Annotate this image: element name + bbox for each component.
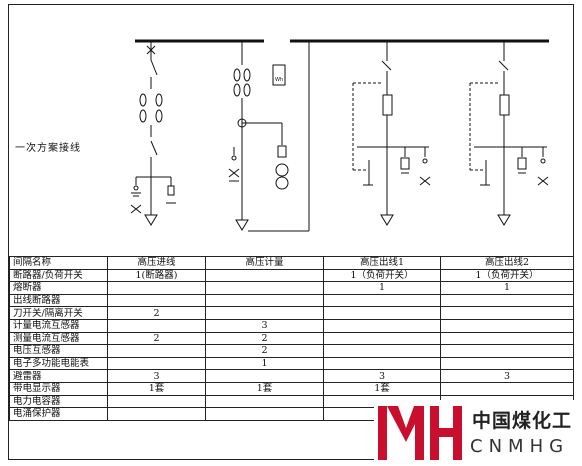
table-cell bbox=[323, 344, 441, 358]
table-cell: 1(断路器) bbox=[107, 268, 206, 283]
table-cell: 1 bbox=[323, 281, 441, 295]
header-cell: 高压出线2 bbox=[440, 256, 574, 270]
table-cell bbox=[440, 344, 574, 358]
table-cell bbox=[440, 306, 574, 320]
table-cell bbox=[323, 318, 441, 333]
table-cell: 2 bbox=[107, 306, 206, 320]
table-cell bbox=[440, 293, 574, 308]
table-cell bbox=[205, 268, 324, 283]
row-label: 计量电流互感器 bbox=[9, 318, 108, 333]
table-cell bbox=[323, 356, 441, 371]
table-row: 计量电流互感器 3 bbox=[9, 318, 574, 333]
table-cell bbox=[107, 356, 206, 371]
header-cell: 高压出线1 bbox=[323, 256, 441, 270]
header-cell: 高压进线 bbox=[107, 256, 206, 270]
table-cell: 2 bbox=[205, 344, 324, 358]
table-cell bbox=[440, 381, 574, 396]
table-row: 电子多功能电能表 1 bbox=[9, 356, 574, 371]
table-cell: 1（负荷开关） bbox=[323, 268, 441, 283]
table-cell bbox=[205, 407, 324, 421]
table-cell bbox=[107, 344, 206, 358]
row-label: 电力电容器 bbox=[9, 394, 108, 409]
row-label: 测量电流互感器 bbox=[9, 331, 108, 346]
table-cell bbox=[440, 356, 574, 371]
table-cell: 2 bbox=[205, 331, 324, 346]
table-cell bbox=[107, 318, 206, 333]
table-row: 出线断路器 bbox=[9, 293, 574, 308]
table-cell bbox=[107, 407, 206, 421]
header-cell: 间隔名称 bbox=[9, 256, 108, 270]
table-cell bbox=[205, 281, 324, 295]
row-label: 电涌保护器 bbox=[9, 407, 108, 421]
table-cell bbox=[440, 331, 574, 346]
table-cell: 1套 bbox=[205, 381, 324, 396]
table-cell bbox=[205, 394, 324, 409]
table-cell: 2 bbox=[107, 331, 206, 346]
table-cell: 1套 bbox=[323, 381, 441, 396]
table-cell bbox=[323, 293, 441, 308]
row-label: 带电显示器 bbox=[9, 381, 108, 396]
table-cell: 1 bbox=[440, 281, 574, 295]
logo-name-en: CNMHG bbox=[470, 436, 570, 457]
table-cell: 1 bbox=[205, 356, 324, 371]
table-cell bbox=[107, 394, 206, 409]
table-cell bbox=[205, 306, 324, 320]
row-label: 避雷器 bbox=[9, 369, 108, 383]
table-header-row: 间隔名称 高压进线 高压计量 高压出线1 高压出线2 bbox=[9, 256, 574, 270]
row-label: 电子多功能电能表 bbox=[9, 356, 108, 371]
table-cell: 3 bbox=[440, 369, 574, 383]
table-cell: 3 bbox=[107, 369, 206, 383]
row-label: 电压互感器 bbox=[9, 344, 108, 358]
table-row: 电压互感器 2 bbox=[9, 344, 574, 358]
table-cell bbox=[107, 281, 206, 295]
scheme-sheet: 一次方案接线 bbox=[8, 4, 574, 460]
table-cell bbox=[205, 293, 324, 308]
table-cell: 1（负荷开关） bbox=[440, 268, 574, 283]
logo-name-cn: 中国煤化工 bbox=[472, 410, 573, 432]
watermark-logo: 中国煤化工 CNMHG bbox=[374, 400, 582, 466]
table-cell: 3 bbox=[323, 369, 441, 383]
table-cell bbox=[323, 331, 441, 346]
header-cell: 高压计量 bbox=[205, 256, 324, 270]
outgoing-feeder-2 bbox=[469, 41, 549, 226]
table-cell bbox=[440, 318, 574, 333]
incoming-feeder bbox=[130, 41, 176, 226]
metering-cabinet: Wh bbox=[228, 41, 310, 232]
table-cell bbox=[323, 306, 441, 320]
meter-label: Wh bbox=[275, 77, 283, 83]
single-line-diagram: Wh bbox=[130, 39, 549, 232]
table-cell: 3 bbox=[205, 318, 324, 333]
row-label: 出线断路器 bbox=[9, 293, 108, 308]
primary-scheme-label: 一次方案接线 bbox=[15, 143, 81, 154]
row-label: 刀开关/隔离开关 bbox=[9, 306, 108, 320]
mh-logo-icon bbox=[378, 406, 462, 460]
energy-meter bbox=[272, 64, 286, 86]
table-cell: 1套 bbox=[107, 381, 206, 396]
table-cell bbox=[107, 293, 206, 308]
row-label: 熔断器 bbox=[9, 281, 108, 295]
table-cell bbox=[205, 369, 324, 383]
outgoing-feeder-1 bbox=[352, 41, 431, 226]
row-label: 断路器/负荷开关 bbox=[9, 268, 108, 283]
